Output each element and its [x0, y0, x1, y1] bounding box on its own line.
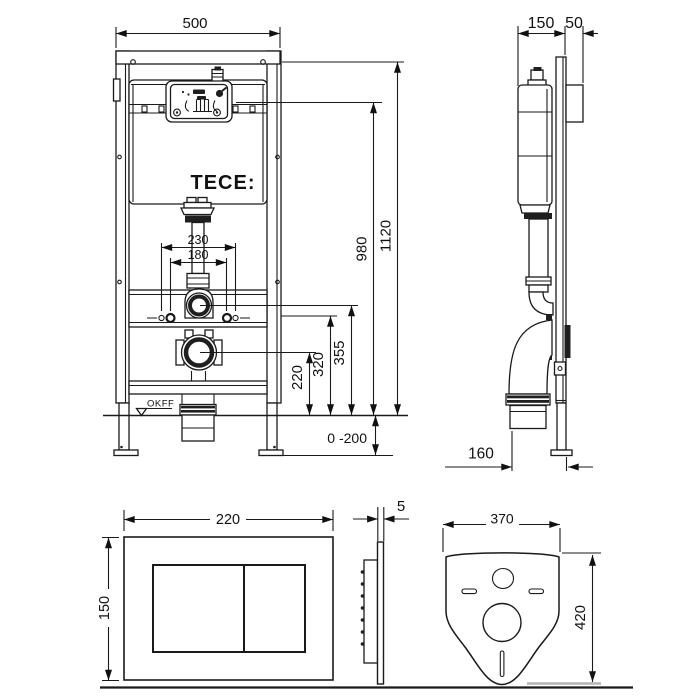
dim-plate-width: 220: [123, 510, 334, 531]
right-rail: [266, 50, 282, 404]
dim-inlet-height: 320: [281, 315, 337, 415]
svg-text:220: 220: [216, 512, 240, 528]
flush-valve-box: [165, 66, 233, 123]
top-crossbar: [115, 50, 281, 65]
plate-profile: [376, 541, 385, 685]
drain-clamp: [175, 329, 223, 381]
dim-flush-pipe-height: 355: [200, 304, 358, 415]
sound-mat-view: 370 420: [442, 511, 601, 686]
dim-frame-width: 500: [115, 15, 281, 48]
svg-text:320: 320: [310, 352, 327, 377]
dim-drain-height: 220: [200, 351, 316, 415]
plate-spacer-box: [565, 84, 584, 123]
svg-text:5: 5: [397, 498, 405, 515]
side-drain-elbow: [505, 319, 553, 430]
dim-total-height: 1120: [282, 61, 404, 415]
svg-text:150: 150: [528, 15, 555, 32]
rail-notch: [112, 78, 121, 102]
plate-buttons: [152, 564, 306, 653]
front-view: TECE:: [103, 15, 408, 457]
side-view: 150 50 160: [445, 15, 598, 471]
svg-text:230: 230: [188, 233, 209, 247]
dim-anchor-outer: 230: [160, 233, 237, 311]
left-foot: [113, 402, 139, 457]
okff-label: OKFF: [147, 399, 174, 410]
dim-mat-height: 420: [527, 552, 601, 685]
svg-text:370: 370: [490, 511, 514, 527]
dim-adjust-range: 0 -200: [327, 415, 379, 455]
dim-plate-box-depth: 50: [565, 15, 598, 83]
mat-bottom-slot: [499, 650, 505, 678]
dim-plate-thickness: 5: [353, 498, 409, 541]
dim-drain-offset: 160: [445, 431, 593, 471]
right-foot: [258, 402, 284, 457]
mat-left-slot: [461, 588, 478, 595]
svg-text:160: 160: [468, 446, 494, 463]
svg-text:220: 220: [289, 365, 306, 390]
mat-right-slot: [528, 588, 545, 595]
svg-text:150: 150: [97, 596, 113, 620]
svg-text:1120: 1120: [378, 220, 395, 252]
svg-text:420: 420: [572, 605, 589, 630]
level-mark-icon: [135, 407, 148, 417]
left-rail: [115, 50, 130, 404]
mat-drain-hole: [482, 602, 522, 643]
rail-marker: [553, 361, 567, 376]
dim-frame-depth: 150: [517, 15, 566, 86]
dim-mat-width: 370: [442, 511, 561, 552]
dim-cistern-height: 980: [236, 101, 382, 415]
dim-anchor-inner: 180: [169, 248, 228, 311]
bottom-crossbar: [128, 380, 268, 395]
side-flush-pipe: [525, 218, 554, 320]
svg-text:500: 500: [182, 15, 207, 32]
svg-text:50: 50: [565, 15, 583, 32]
side-foot-plate: [550, 449, 573, 457]
flush-plate-front-view: 220 150: [97, 510, 334, 682]
side-cistern: [517, 67, 553, 219]
svg-text:180: 180: [188, 248, 209, 262]
flush-pipe-housing: [184, 288, 214, 319]
floor-level-mark: OKFF: [135, 399, 174, 417]
flush-plate-side-view: 5: [353, 498, 409, 685]
svg-text:355: 355: [331, 340, 348, 365]
drain-outlet: [179, 394, 217, 442]
svg-text:0 -200: 0 -200: [327, 430, 367, 446]
dim-plate-height: 150: [97, 536, 119, 682]
svg-text:980: 980: [354, 236, 371, 261]
plate-clip-block: [363, 559, 379, 664]
mat-top-hole: [491, 567, 515, 590]
tece-logo: TECE:: [191, 172, 256, 194]
